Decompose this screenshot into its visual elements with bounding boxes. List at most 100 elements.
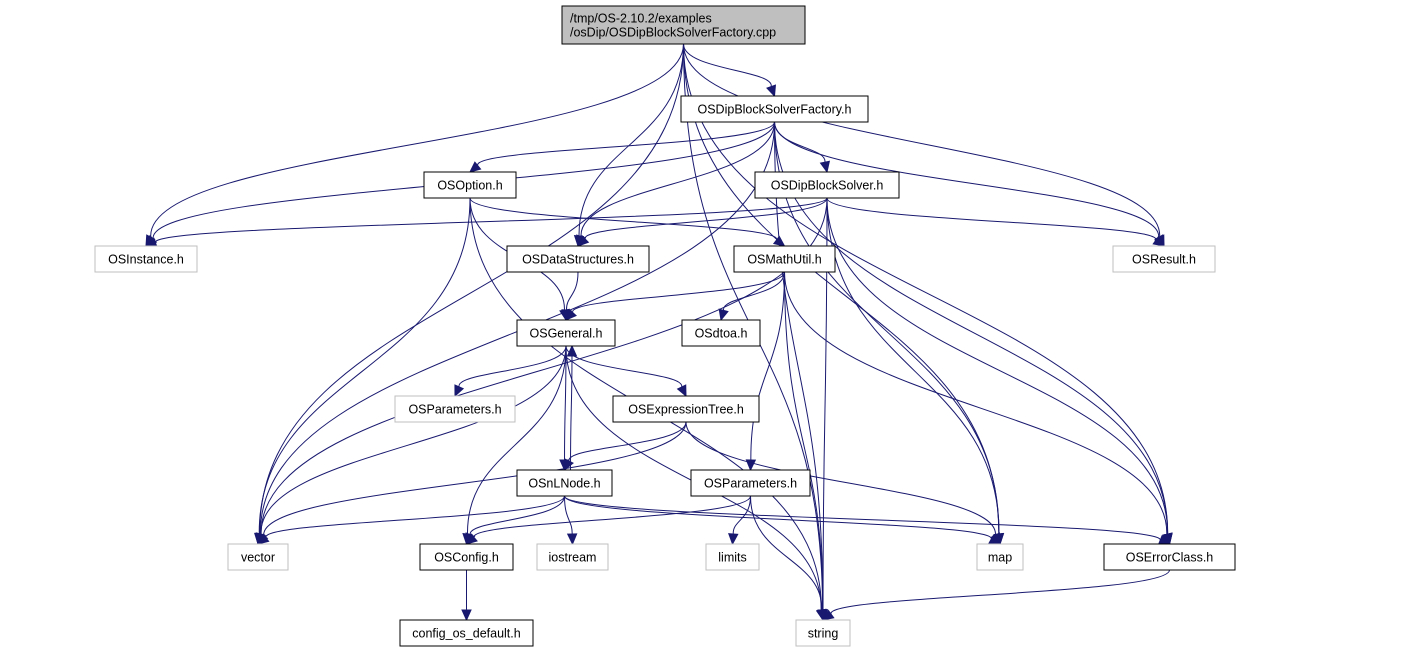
edge-osparameters_h-to-limits: [728, 495, 751, 546]
node-osnlnode_h[interactable]: OSnLNode.h: [516, 469, 613, 497]
node-osconfig_h[interactable]: OSConfig.h: [419, 543, 514, 571]
node-label: /tmp/OS-2.10.2/examples: [570, 12, 712, 26]
edge-line: [732, 495, 751, 535]
edge-arrowhead: [566, 344, 578, 357]
edge-oserrorclass_h-to-string: [822, 569, 1170, 621]
node-osparameters_h[interactable]: OSParameters.h: [690, 469, 811, 497]
node-blocksolver_h[interactable]: OSDipBlockSolver.h: [754, 171, 900, 199]
edge-arrowhead: [822, 609, 835, 621]
edge-line: [774, 121, 1000, 535]
edge-osnlnode_h-to-map: [564, 495, 1002, 545]
node-box: [733, 245, 836, 273]
edge-mathutil_h-to-osparameters_h: [745, 271, 785, 472]
edge-line: [568, 421, 687, 462]
node-oserrorclass_h[interactable]: OSErrorClass.h: [1103, 543, 1236, 571]
edge-line: [723, 271, 785, 311]
node-osresult_h: OSResult.h: [1112, 245, 1216, 273]
node-label: OSGeneral.h: [530, 327, 603, 341]
edge-root-to-osresult_h: [683, 43, 1165, 248]
node-label: vector: [241, 551, 275, 565]
edge-layer: [144, 43, 1173, 622]
node-label: /osDip/OSDipBlockSolverFactory.cpp: [570, 26, 776, 40]
node-datastructures_h[interactable]: OSDataStructures.h: [506, 245, 650, 273]
edge-line: [477, 121, 775, 167]
edge-line: [458, 345, 567, 387]
node-box: [399, 619, 534, 647]
edge-line: [473, 495, 751, 538]
edge-arrowhead: [766, 84, 777, 98]
edge-osnlnode_h-to-vector: [257, 495, 565, 545]
edge-line: [466, 345, 567, 535]
node-osgeneral_h[interactable]: OSGeneral.h: [516, 319, 616, 347]
edge-line: [565, 345, 683, 388]
edge-line: [263, 421, 687, 536]
edge-mathutil_h-to-oserrorclass_h: [784, 271, 1172, 546]
edge-line: [469, 495, 565, 535]
edge-factory_h-to-osoption_h: [469, 121, 775, 173]
edge-arrowhead: [454, 384, 465, 398]
node-label: OSResult.h: [1132, 253, 1196, 267]
node-box: [423, 171, 517, 199]
node-box: [705, 543, 760, 571]
edge-osgeneral_h-to-expressiontree_h: [565, 345, 687, 398]
node-label: map: [988, 551, 1012, 565]
node-label: OSDipBlockSolverFactory.h: [698, 103, 852, 117]
node-box: [1103, 543, 1236, 571]
edge-line: [259, 43, 684, 535]
edge-root-to-osinstance_h: [145, 43, 684, 248]
edge-line: [750, 495, 823, 611]
edge-arrowhead: [565, 308, 577, 321]
edge-line: [685, 421, 996, 536]
edge-line: [826, 197, 1169, 535]
edge-osnlnode_h-to-osconfig_h: [465, 495, 565, 546]
node-root: /tmp/OS-2.10.2/examples/osDip/OSDipBlock…: [561, 5, 806, 45]
node-box: [681, 319, 761, 347]
node-mathutil_h[interactable]: OSMathUtil.h: [733, 245, 836, 273]
node-box: [419, 543, 514, 571]
edge-osoption_h-to-vector: [254, 197, 471, 546]
node-box: [561, 5, 806, 45]
edge-line: [564, 495, 992, 540]
edge-mathutil_h-to-osdtoa_h: [718, 271, 785, 322]
node-label: OSdtoa.h: [695, 327, 748, 341]
edge-arrowhead: [566, 533, 578, 546]
edge-line: [258, 197, 471, 535]
node-label: OSParameters.h: [408, 403, 501, 417]
edge-line: [774, 121, 1169, 535]
edge-osparameters_h-to-string: [750, 495, 828, 622]
node-osparameters_ext: OSParameters.h: [394, 395, 516, 423]
node-box: [536, 543, 609, 571]
edge-osnlnode_h-to-iostream: [564, 495, 578, 546]
edge-arrowhead: [728, 533, 739, 546]
node-label: OSExpressionTree.h: [628, 403, 744, 417]
node-limits: limits: [705, 543, 760, 571]
node-box: [516, 319, 616, 347]
edge-line: [826, 197, 1157, 241]
node-label: OSnLNode.h: [528, 477, 600, 491]
node-osdtoa_h[interactable]: OSdtoa.h: [681, 319, 761, 347]
node-box: [690, 469, 811, 497]
node-osoption_h[interactable]: OSOption.h: [423, 171, 517, 199]
edge-line: [822, 197, 828, 611]
edge-arrowhead: [461, 609, 472, 622]
node-label: OSParameters.h: [704, 477, 797, 491]
edge-line: [578, 43, 684, 237]
node-label: OSOption.h: [437, 179, 502, 193]
node-label: OSConfig.h: [434, 551, 499, 565]
edge-arrowhead: [257, 533, 270, 545]
edge-line: [260, 345, 567, 535]
node-box: [976, 543, 1024, 571]
node-factory_h[interactable]: OSDipBlockSolverFactory.h: [680, 95, 869, 123]
node-expressiontree_h[interactable]: OSExpressionTree.h: [612, 395, 760, 423]
edge-osnlnode_h-to-oserrorclass_h: [564, 495, 1171, 546]
edge-factory_h-to-datastructures_h: [576, 121, 775, 248]
node-config_default_h[interactable]: config_os_default.h: [399, 619, 534, 647]
edge-mathutil_h-to-osgeneral_h: [565, 271, 785, 321]
edge-line: [784, 271, 1168, 535]
edge-line: [154, 197, 828, 244]
node-box: [795, 619, 851, 647]
edge-line: [784, 271, 824, 611]
edge-line: [774, 121, 826, 163]
node-box: [506, 245, 650, 273]
edge-line: [570, 355, 573, 471]
